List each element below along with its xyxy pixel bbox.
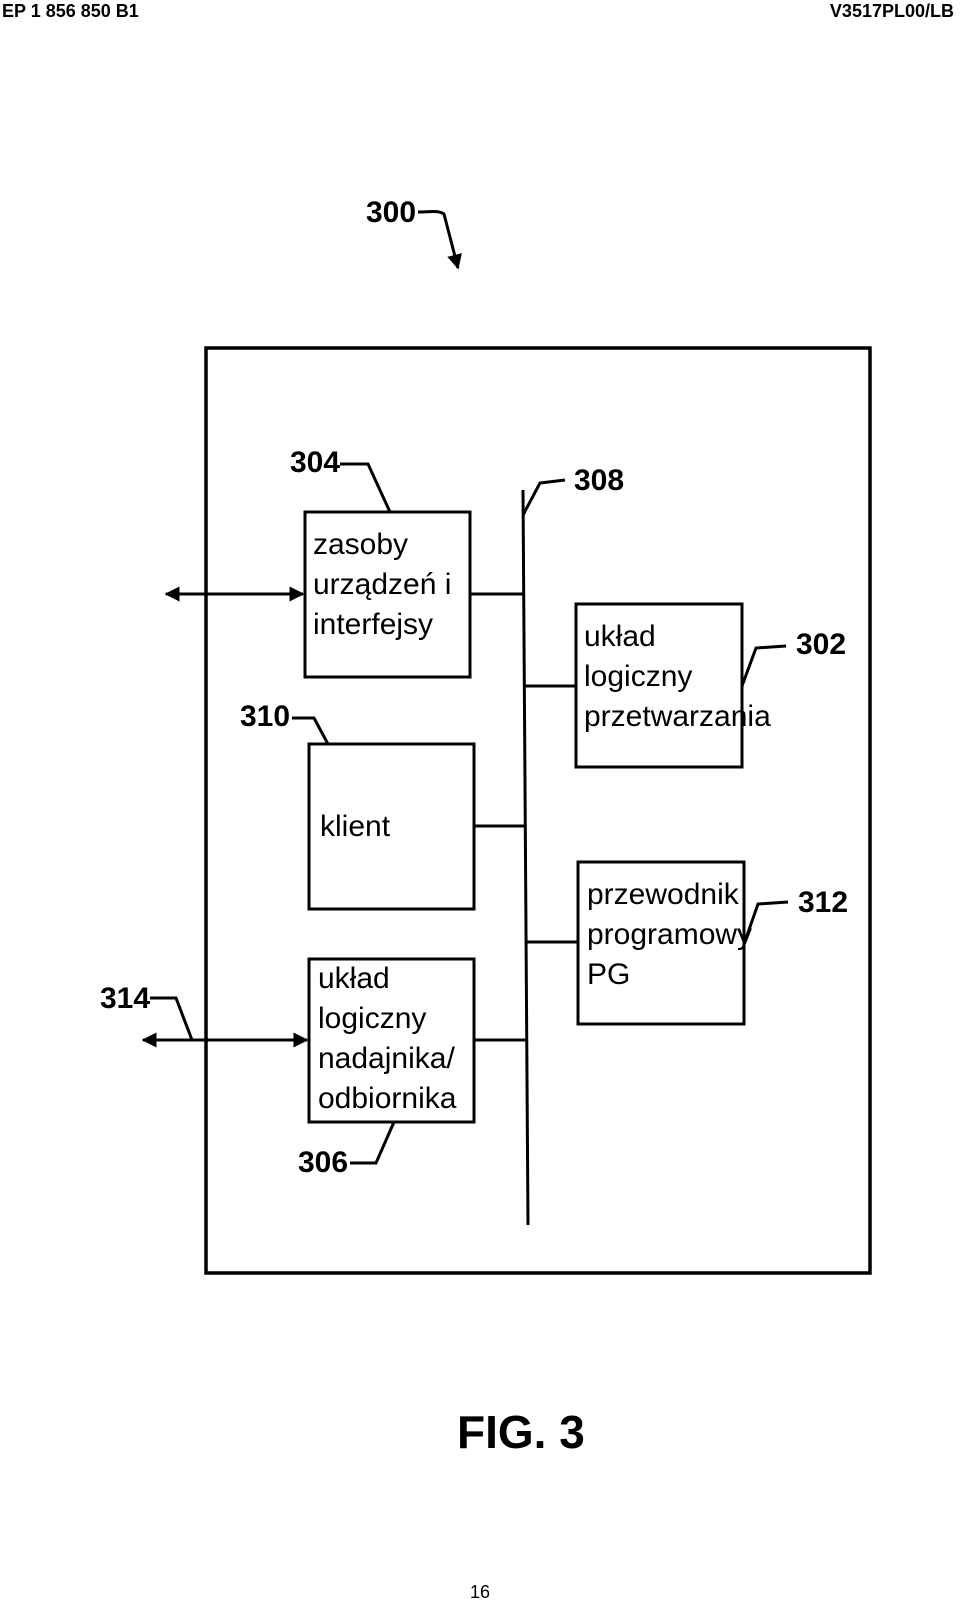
- ref-314: 314: [100, 982, 150, 1015]
- ref-304-leader: [340, 462, 392, 513]
- ref-300-pointer: [417, 210, 462, 270]
- box-device-resources-text: zasoby urządzeń i interfejsy: [313, 528, 460, 641]
- bus-line: [521, 489, 530, 1226]
- ref-304: 304: [290, 446, 340, 479]
- box-client-text: klient: [320, 810, 391, 843]
- page-number: 16: [469, 1582, 491, 1602]
- device-frame: [204, 346, 872, 1275]
- ref-302: 302: [796, 628, 846, 661]
- ref-312: 312: [798, 886, 848, 919]
- box-transceiver-text: układ logiczny nadajnika/ odbiornika: [318, 962, 463, 1115]
- box-processing-text: układ logiczny przetwarzania: [584, 620, 771, 733]
- ref-300: 300: [366, 196, 416, 229]
- ref-308: 308: [574, 464, 624, 497]
- ref-314-leader: [150, 996, 194, 1041]
- ref-306-leader: [350, 1121, 396, 1165]
- ref-302-leader: [740, 644, 787, 687]
- ref-308-leader: [521, 478, 566, 516]
- ref-306: 306: [298, 1146, 348, 1179]
- ref-310-leader: [292, 716, 330, 745]
- ref-312-leader: [742, 900, 789, 945]
- figure-label: FIG. 3: [457, 1406, 585, 1458]
- document-code: V3517PL00/LB: [829, 1, 954, 21]
- box-program-guide-text: przewodnik programowy PG: [587, 878, 760, 991]
- ref-310: 310: [240, 700, 290, 733]
- patent-number: EP 1 856 850 B1: [2, 1, 139, 21]
